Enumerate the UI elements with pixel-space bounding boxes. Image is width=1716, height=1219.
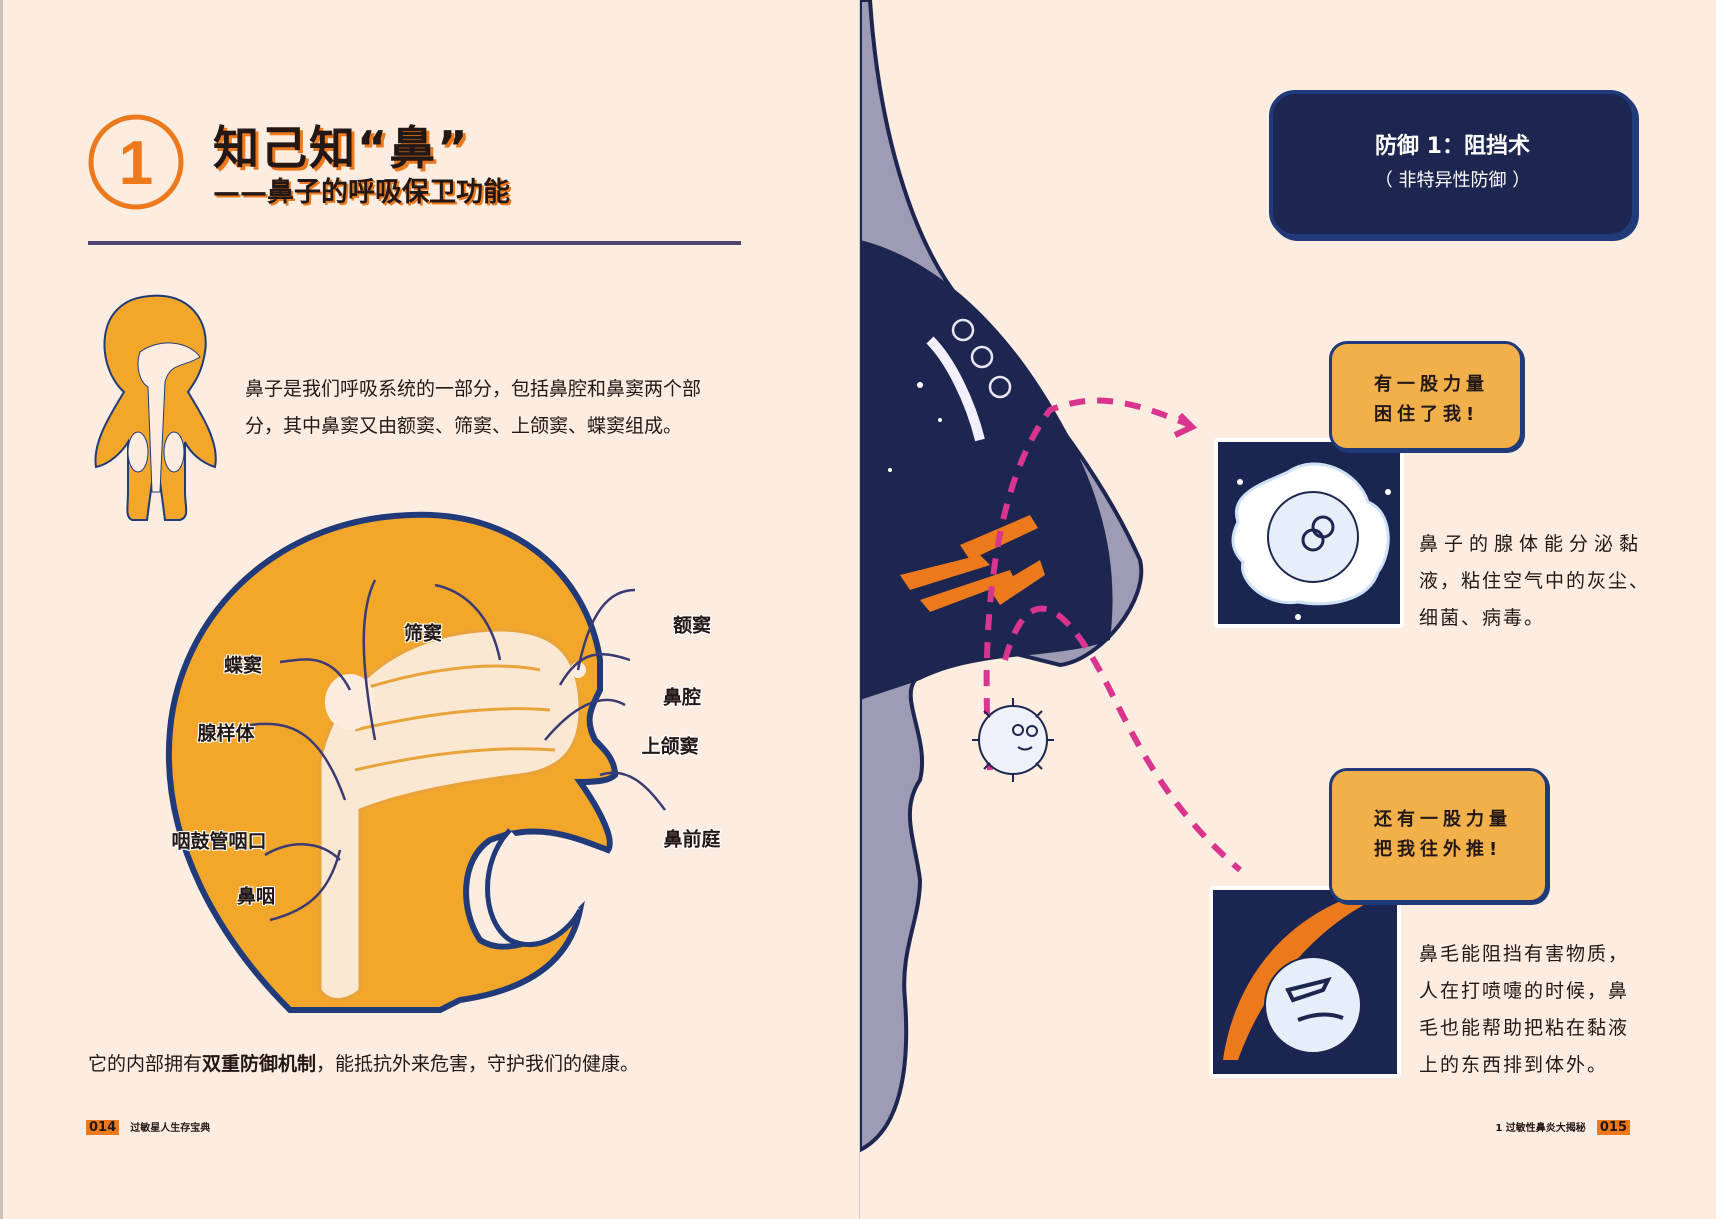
label-nasopharynx: 鼻咽 xyxy=(236,885,276,908)
label-nasal-vestibule: 鼻前庭 xyxy=(663,828,721,851)
bubble-line: 有一股力量 xyxy=(1374,374,1489,395)
bubble-line: 困住了我! xyxy=(1374,404,1480,425)
right-footer: 1 过敏性鼻炎大揭秘 015 xyxy=(1495,1116,1630,1135)
mucus-description: 鼻子的腺体能分泌黏 液，粘住空气中的灰尘、 细菌、病毒。 xyxy=(1419,526,1650,637)
page-title: 知己知“鼻” xyxy=(213,121,470,175)
trapped-pollen-icon xyxy=(1231,462,1391,620)
bottom-text-bold: 双重防御机制 xyxy=(202,1053,317,1075)
chapter-number: 1 xyxy=(119,129,153,198)
label-adenoid: 腺样体 xyxy=(197,722,255,745)
text-line: 鼻毛能阻挡有害物质， xyxy=(1419,943,1630,965)
page-subtitle: ——鼻子的呼吸保卫功能 xyxy=(213,177,510,208)
label-maxillary-sinus: 上颌窦 xyxy=(641,735,699,758)
speech-bubble-trapped: 有一股力量 困住了我! xyxy=(1329,341,1523,451)
bubble-line: 还有一股力量 xyxy=(1374,809,1512,830)
bottom-text: 它的内部拥有 xyxy=(88,1053,203,1075)
label-eustachian-opening: 咽鼓管咽口 xyxy=(171,830,267,853)
text-line: 人在打喷嚏的时候，鼻 xyxy=(1419,980,1630,1002)
speech-bubble-pushed: 还有一股力量 把我往外推! xyxy=(1329,768,1548,903)
bubble-line: 把我往外推! xyxy=(1374,839,1503,860)
text-line: 液，粘住空气中的灰尘、 xyxy=(1419,570,1651,592)
intro-line: 分，其中鼻窦又由额窦、筛窦、上颌窦、蝶窦组成。 xyxy=(245,415,683,437)
title-divider xyxy=(88,241,741,245)
nose-hair-description: 鼻毛能阻挡有害物质， 人在打喷嚏的时候，鼻 毛也能帮助把粘在黏液 上的东西排到体… xyxy=(1419,936,1629,1084)
label-frontal-sinus: 额窦 xyxy=(672,614,712,637)
defense-subtitle: （ 非特异性防御 ） xyxy=(1374,170,1531,191)
text-line: 鼻子的腺体能分泌黏 xyxy=(1419,533,1645,555)
page-number: 015 xyxy=(1596,1120,1630,1135)
nose-hair-panel xyxy=(1209,886,1401,1078)
label-ethmoid-sinus: 筛窦 xyxy=(403,622,443,645)
intro-line: 鼻子是我们呼吸系统的一部分，包括鼻腔和鼻窦两个部 xyxy=(245,378,702,400)
page-number: 014 xyxy=(86,1120,120,1135)
text-line: 细菌、病毒。 xyxy=(1419,607,1546,629)
book-title: 过敏星人生存宝典 xyxy=(130,1123,211,1134)
label-sphenoid-sinus: 蝶窦 xyxy=(223,654,263,677)
intro-paragraph: 鼻子是我们呼吸系统的一部分，包括鼻腔和鼻窦两个部 分，其中鼻窦又由额窦、筛窦、上… xyxy=(245,371,701,445)
pollen-character-icon xyxy=(972,698,1054,782)
text-line: 毛也能帮助把粘在黏液 xyxy=(1419,1017,1630,1039)
defense-title-box: 防御 1：阻挡术 （ 非特异性防御 ） xyxy=(1269,90,1636,238)
chapter-title: 1 过敏性鼻炎大揭秘 xyxy=(1495,1123,1586,1134)
respiratory-figure-illustration xyxy=(94,294,217,521)
defense-title: 防御 1：阻挡术 xyxy=(1375,134,1530,159)
chapter-number-badge: 1 xyxy=(88,114,184,210)
text-line: 上的东西排到体外。 xyxy=(1419,1054,1609,1076)
pushed-pollen-icon xyxy=(1223,900,1373,1060)
bottom-paragraph: 它的内部拥有双重防御机制，能抵抗外来危害，守护我们的健康。 xyxy=(88,1046,639,1083)
mucus-trap-panel xyxy=(1214,438,1404,628)
nasal-anatomy-diagram xyxy=(165,511,666,1013)
label-nasal-cavity: 鼻腔 xyxy=(662,686,702,709)
trajectory-arrows xyxy=(983,397,1242,873)
left-footer: 014 过敏星人生存宝典 xyxy=(86,1116,210,1135)
bottom-text: ，能抵抗外来危害，守护我们的健康。 xyxy=(316,1053,640,1075)
